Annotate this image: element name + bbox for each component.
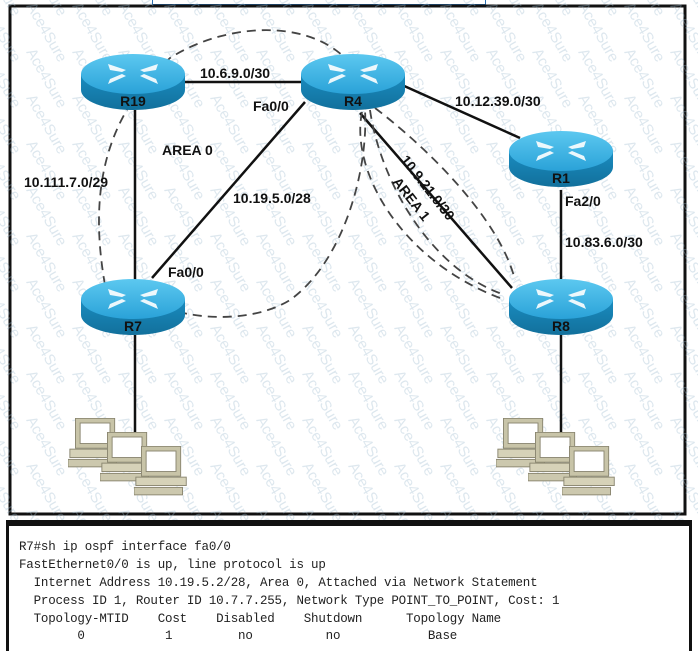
subnet-label-r19-r7: 10.111.7.0/29 xyxy=(24,174,108,190)
router-r7[interactable]: R7 xyxy=(81,279,185,335)
interface-label-r4-fa0-0: Fa0/0 xyxy=(253,98,289,114)
area-1-boundary xyxy=(359,107,516,299)
router-label: R8 xyxy=(552,318,570,334)
link-r4-r1 xyxy=(401,83,521,140)
router-label: R7 xyxy=(124,318,142,334)
cli-line: Topology-MTID Cost Disabled Shutdown Top… xyxy=(19,612,501,626)
router-r1[interactable]: R1 xyxy=(509,131,613,187)
cli-output-panel: R7#sh ip ospf interface fa0/0 FastEthern… xyxy=(6,520,692,651)
link-r4-r8 xyxy=(359,112,513,289)
cli-line: 0 1 no no Base xyxy=(19,629,458,643)
router-r4[interactable]: R4 xyxy=(301,54,405,110)
cli-line: Process ID 1, Router ID 10.7.7.255, Netw… xyxy=(19,594,560,608)
cli-line: FastEthernet0/0 is up, line protocol is … xyxy=(19,558,326,572)
router-label: R4 xyxy=(344,93,362,109)
interface-label-r1-fa2-0: Fa2/0 xyxy=(565,193,601,209)
cli-line: R7#sh ip ospf interface fa0/0 xyxy=(19,540,231,554)
cli-line: Internet Address 10.19.5.2/28, Area 0, A… xyxy=(19,576,538,590)
subnet-label-r1-r8: 10.83.6.0/30 xyxy=(565,234,643,250)
router-r8[interactable]: R8 xyxy=(509,279,613,335)
subnet-label-r4-r1: 10.12.39.0/30 xyxy=(455,93,541,109)
router-r19[interactable]: R19 xyxy=(81,54,185,110)
interface-label-r7-fa0-0: Fa0/0 xyxy=(168,264,204,280)
router-label: R1 xyxy=(552,170,570,186)
subnet-label-r19-r4: 10.6.9.0/30 xyxy=(200,65,270,81)
subnet-label-r4-r7: 10.19.5.0/28 xyxy=(233,190,311,206)
area-0-label: AREA 0 xyxy=(162,142,213,158)
pc-icon xyxy=(134,446,187,496)
link-r4-r7 xyxy=(151,101,306,279)
router-label: R19 xyxy=(120,93,146,109)
pc-icon xyxy=(562,446,615,496)
network-diagram: Ace4SureAce4SureAce4SureAce4SureAce4Sure… xyxy=(0,0,698,520)
